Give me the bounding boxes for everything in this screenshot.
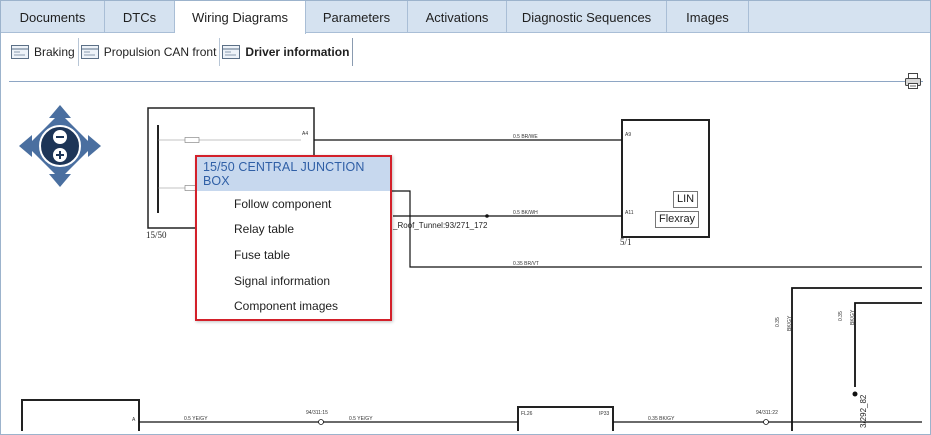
bottom-component-center (517, 406, 614, 431)
splice-dot (485, 214, 489, 218)
wire-right-a (791, 287, 922, 431)
pan-right-arrow (88, 135, 101, 157)
toolbar-divider (9, 81, 923, 82)
diagram-icon (80, 45, 99, 59)
tab-label: Activations (425, 9, 489, 25)
wire-label: 0.35 (775, 317, 781, 327)
wire-label: 0.5 BK/WH (513, 210, 538, 216)
pan-zoom-navigator-icon[interactable] (18, 104, 102, 188)
wire-label: BK/GY (850, 309, 856, 325)
pan-left-arrow (19, 135, 32, 157)
wire-right-b (854, 302, 922, 387)
tab-label: DTCs (122, 9, 157, 25)
pin-label: IP33 (599, 411, 610, 417)
tab-wiring-diagrams[interactable]: Wiring Diagrams (175, 1, 306, 34)
lin-tag[interactable]: LIN (673, 191, 699, 208)
splice-dot (852, 391, 858, 397)
wire-label: BK/GY (787, 315, 793, 331)
tab-label: Diagnostic Sequences (521, 9, 652, 25)
menu-item-component-images[interactable]: Component images (234, 299, 339, 314)
pin-label: A9 (625, 132, 631, 138)
lin-tag-label: LIN (677, 193, 695, 205)
pan-down-arrow (49, 174, 71, 187)
diagram-icon (222, 45, 241, 59)
internal-fuse (184, 137, 200, 143)
main-tab-bar: Documents DTCs Wiring Diagrams Parameter… (1, 1, 930, 34)
diagram-tab-label: Propulsion CAN front (103, 45, 217, 59)
wire-label: 0.5 BR/WE (513, 134, 538, 140)
diagram-tab-bar: Braking Propulsion CAN front Driver info… (9, 38, 354, 66)
menu-item-signal-information[interactable]: Signal information (234, 273, 331, 288)
pin-label: A4 (302, 131, 308, 137)
tab-documents[interactable]: Documents (1, 1, 105, 33)
module-outline (621, 119, 710, 238)
wire-label: 0.35 BR/VT (513, 261, 539, 267)
pin-label: A (132, 417, 136, 423)
tab-label: Parameters (322, 9, 391, 25)
inline-connector (318, 419, 324, 425)
wire-label: 0.5 YE/GY (184, 416, 208, 422)
wiring-diagram-canvas[interactable]: 0.5 BR/WE 0.5 BK/WH 0.35 BR/VT 0.5 YE/GY… (1, 83, 931, 435)
diagram-tab-label: Braking (34, 45, 75, 59)
diagram-tab-driver-information[interactable]: Driver information (220, 38, 354, 66)
pin-label: FL26 (521, 411, 533, 417)
bottom-connector-label[interactable]: 3/292_82 (859, 394, 868, 428)
wire-label: 0.5 YE/GY (349, 416, 373, 422)
tab-label: Wiring Diagrams (191, 10, 289, 25)
flexray-tag[interactable]: Flexray (655, 211, 700, 228)
inline-connector (763, 419, 769, 425)
tab-label: Images (686, 9, 729, 25)
component-label-junction: 15/50 (146, 230, 167, 240)
tab-dtcs[interactable]: DTCs (105, 1, 175, 33)
connector-pin-label: 94/311:15 (306, 410, 328, 416)
diagram-tab-braking[interactable]: Braking (9, 38, 79, 66)
menu-item-relay-table[interactable]: Relay table (234, 222, 295, 237)
wire-label: 0.35 BK/GY (648, 416, 675, 422)
wire-br-vt (391, 190, 922, 268)
component-context-menu: 15/50 CENTRAL JUNCTION BOX Follow compon… (195, 155, 392, 321)
pan-up-arrow (49, 105, 71, 118)
tab-diagnostic-sequences[interactable]: Diagnostic Sequences (507, 1, 667, 33)
tab-activations[interactable]: Activations (408, 1, 507, 33)
bottom-component-left (21, 399, 140, 431)
wire-label: 0.35 (838, 311, 844, 321)
connector-pin-label: 94/311:22 (756, 410, 778, 416)
pin-label: A11 (625, 210, 634, 216)
tab-label: Documents (19, 9, 86, 25)
menu-item-fuse-table[interactable]: Fuse table (234, 247, 291, 262)
menu-item-follow-component[interactable]: Follow component (234, 196, 332, 211)
flexray-tag-label: Flexray (659, 213, 696, 225)
component-label-module: 5/1 (620, 237, 632, 247)
printer-icon[interactable] (904, 72, 922, 90)
context-menu-title: 15/50 CENTRAL JUNCTION BOX (197, 157, 390, 191)
tab-images[interactable]: Images (667, 1, 749, 33)
connector-label[interactable]: _Roof_Tunnel:93/271_172 (393, 221, 488, 230)
tab-parameters[interactable]: Parameters (306, 1, 408, 33)
diagram-tab-propulsion-can-front[interactable]: Propulsion CAN front (79, 38, 221, 66)
diagram-tab-label: Driver information (245, 45, 350, 59)
diagram-icon (11, 45, 29, 59)
